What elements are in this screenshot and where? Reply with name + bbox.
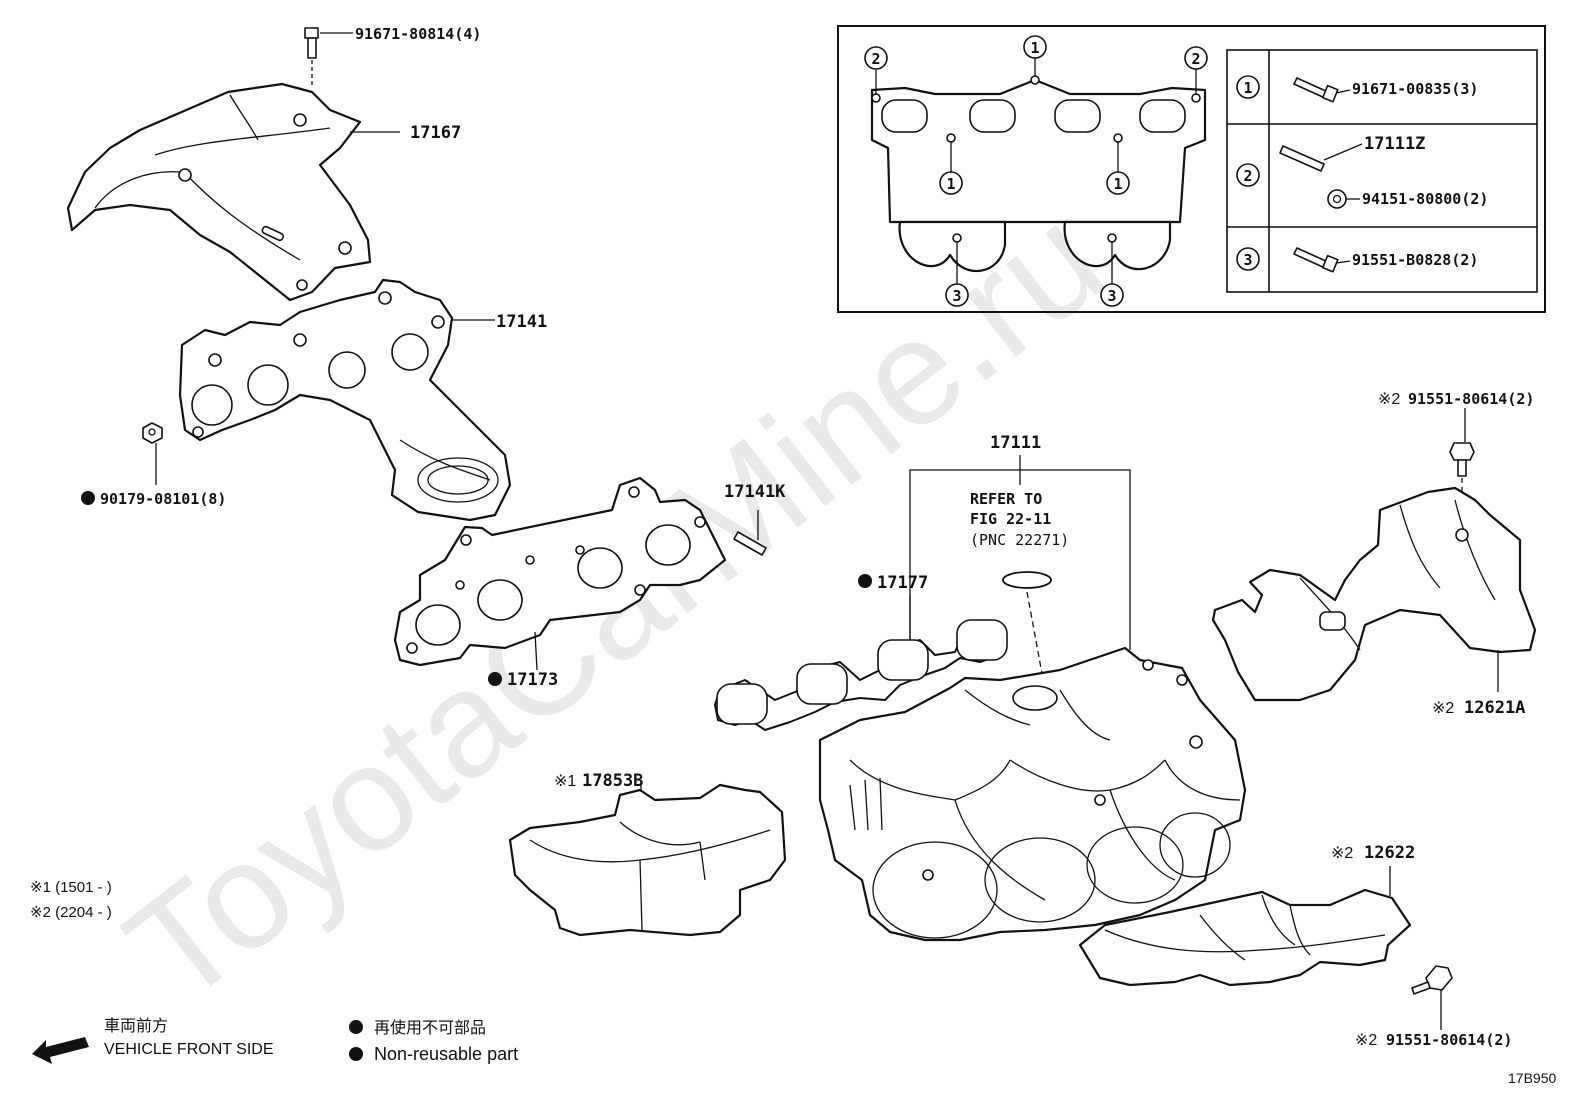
svg-text:94151-80800(2): 94151-80800(2) (1362, 190, 1488, 208)
refer-line-2: FIG 22-11 (970, 510, 1051, 528)
note-1: ※1 (1501 - ) (30, 879, 112, 896)
svg-text:1: 1 (946, 175, 955, 193)
marker-2: ※2 (1432, 700, 1454, 717)
inset-callout-2: 1 (1023, 35, 1047, 59)
part-17167-heat-insulator: 17167 (66, 82, 461, 302)
svg-text:3: 3 (952, 287, 961, 305)
svg-text:91551-B0828(2): 91551-B0828(2) (1352, 251, 1478, 269)
non-reusable-dot-icon (81, 491, 95, 505)
bolt-icon (1293, 247, 1339, 273)
non-reusable-dot-icon (488, 672, 502, 686)
inset-callout-3: 2 (1184, 46, 1208, 70)
part-17177-intake-gasket: 17177 (714, 573, 1008, 731)
marker-2: ※2 (1331, 845, 1353, 862)
label-17853B: 17853B (582, 771, 643, 791)
marker-1: ※1 (554, 773, 576, 790)
inset-row-1: 1 91671-00835(3) (1236, 75, 1478, 103)
label-17111: 17111 (990, 433, 1041, 453)
inset-callout-6: 3 (945, 283, 969, 307)
part-91671-80814-bolt: 91671-80814(4) (304, 25, 481, 88)
label-17141: 17141 (496, 312, 547, 332)
non-reusable-dot-icon (349, 1047, 363, 1061)
diagram-code: 17B950 (1508, 1070, 1556, 1086)
note-2: ※2 (2204 - ) (30, 904, 112, 921)
front-arrow-icon (32, 1037, 89, 1064)
refer-line-3: (PNC 22271) (970, 531, 1069, 549)
non-reusable-dot-icon (349, 1020, 363, 1034)
inset-callout-1: 2 (864, 46, 888, 70)
part-90179-08101-nut: 90179-08101(8) (81, 422, 226, 508)
svg-text:1: 1 (1113, 175, 1122, 193)
front-label-jp: 車両前方 (104, 1017, 168, 1035)
label-12621A: 12621A (1464, 698, 1525, 718)
applicability-notes: ※1 (1501 - ) ※2 (2204 - ) (30, 879, 112, 921)
inset-callout-5: 1 (1106, 171, 1130, 195)
refer-line-1: REFER TO (970, 490, 1042, 508)
label-17177: 17177 (877, 573, 928, 593)
label-90179-08101: 90179-08101(8) (100, 490, 226, 508)
non-reusable-dot-icon (858, 574, 872, 588)
non-reusable-label-jp: 再使用不可部品 (374, 1019, 486, 1037)
inset-row-3: 3 91551-B0828(2) (1236, 247, 1478, 273)
svg-text:2: 2 (871, 50, 880, 68)
non-reusable-legend: 再使用不可部品 Non-reusable part (349, 1019, 518, 1064)
o-ring (1002, 571, 1052, 589)
marker-2: ※2 (1355, 1032, 1377, 1049)
svg-text:3: 3 (1243, 251, 1252, 269)
svg-text:17111Z: 17111Z (1364, 134, 1425, 154)
label-17167: 17167 (410, 123, 461, 143)
inset-callout-4: 1 (939, 171, 963, 195)
svg-text:3: 3 (1107, 287, 1116, 305)
inset-row-2: 2 17111Z 94151-80800(2) (1236, 134, 1488, 209)
inset-callout-7: 3 (1100, 283, 1124, 307)
nut-icon (1327, 189, 1347, 209)
part-17141-exhaust-manifold: 17141 (178, 278, 547, 522)
label-17141K: 17141K (724, 482, 786, 502)
part-91551-80614-bolt-bottom: ※2 91551-80614(2) (1355, 965, 1512, 1049)
svg-text:2: 2 (1191, 50, 1200, 68)
front-label-en: VEHICLE FRONT SIDE (104, 1041, 274, 1058)
label-91551-80614-bottom: 91551-80614(2) (1386, 1031, 1512, 1049)
vehicle-front-legend: 車両前方 VEHICLE FRONT SIDE (32, 1017, 274, 1064)
label-12622: 12622 (1364, 843, 1415, 863)
inset-box: 2 1 2 1 1 3 3 1 (837, 25, 1546, 313)
part-17173-exhaust-gasket: 17173 (393, 476, 727, 690)
part-17111-intake-manifold: 17111 REFER TO FIG 22-11 (PNC 22271) (818, 433, 1247, 942)
svg-text:1: 1 (1243, 79, 1252, 97)
marker-2: ※2 (1378, 391, 1400, 408)
stud-icon (1279, 145, 1325, 172)
part-17141K-stud: 17141K (724, 482, 786, 556)
svg-text:2: 2 (1243, 167, 1252, 185)
part-91551-80614-bolt-top: ※2 91551-80614(2) (1378, 390, 1534, 535)
label-17173: 17173 (507, 670, 558, 690)
svg-text:1: 1 (1030, 39, 1039, 57)
part-12621A-insulator: ※2 12621A (1211, 486, 1537, 718)
bolt-icon (1293, 77, 1339, 103)
part-12622-insulator: ※2 12622 (1078, 843, 1415, 987)
non-reusable-label-en: Non-reusable part (374, 1044, 518, 1064)
part-17853B-cover: ※1 17853B (508, 771, 787, 937)
svg-text:91671-00835(3): 91671-00835(3) (1352, 80, 1478, 98)
label-91671-80814: 91671-80814(4) (355, 25, 481, 43)
label-91551-80614-top: 91551-80614(2) (1408, 390, 1534, 408)
